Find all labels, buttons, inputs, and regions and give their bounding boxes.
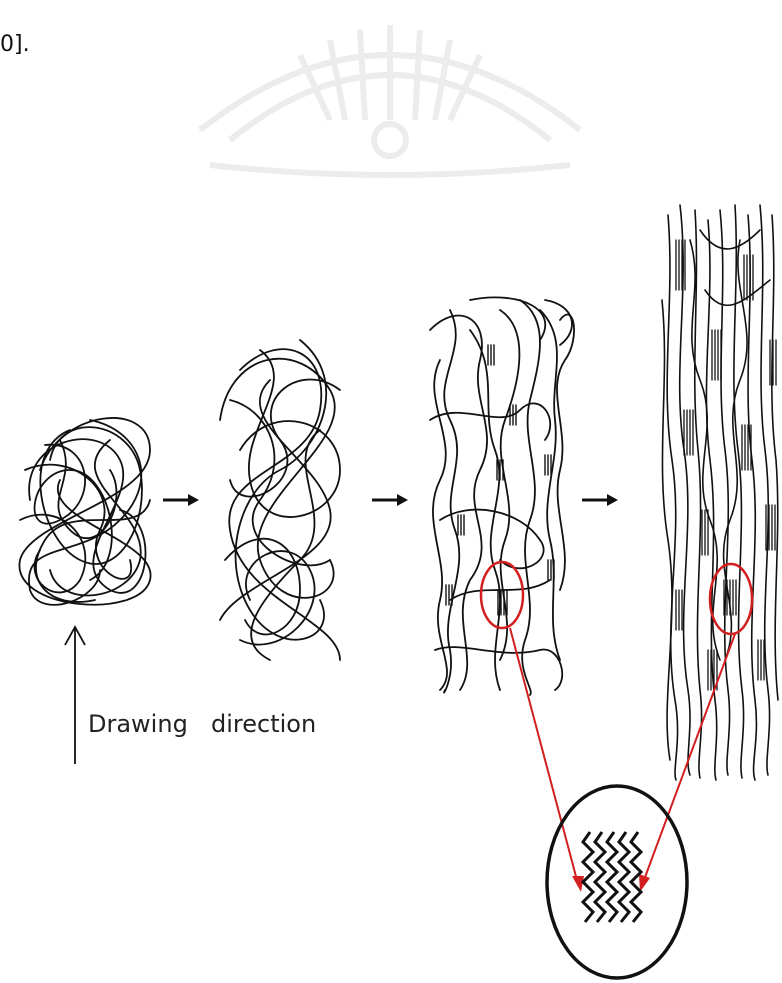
partially-oriented-stage	[430, 297, 574, 695]
arrow-up-icon	[65, 627, 85, 764]
random-coil-stage	[19, 418, 150, 605]
watermark-crest-icon	[200, 25, 580, 175]
arrow-right-icon	[372, 494, 408, 506]
stretched-coil-stage	[220, 340, 340, 660]
fully-oriented-stage	[662, 205, 778, 780]
magnified-circle-icon	[547, 786, 687, 978]
direction-label: direction	[211, 710, 316, 738]
arrow-right-icon	[582, 494, 618, 506]
drawing-label: Drawing	[88, 710, 188, 738]
arrow-right-icon	[163, 494, 199, 506]
pointer-arrow-icon	[639, 634, 735, 892]
highlight-circle-icon	[481, 562, 523, 628]
pointer-arrow-icon	[510, 628, 584, 892]
